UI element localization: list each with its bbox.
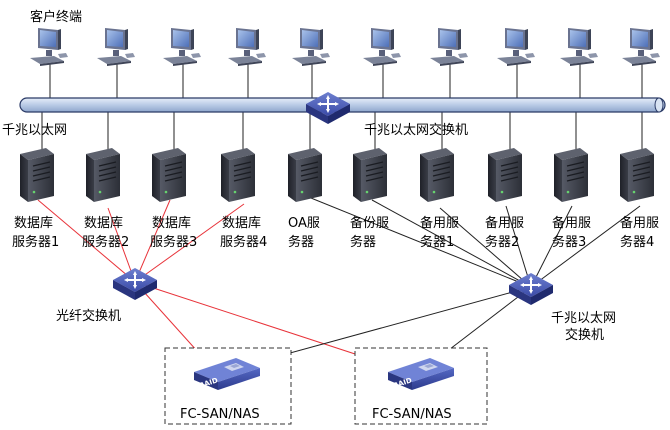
server[interactable] bbox=[151, 147, 187, 203]
client-terminal[interactable] bbox=[497, 28, 535, 66]
server-group bbox=[19, 147, 655, 203]
server-label-line2: 务器4 bbox=[620, 234, 654, 250]
switch-icon bbox=[305, 91, 351, 125]
server-label-line2: 服务器4 bbox=[220, 234, 267, 250]
computer-icon bbox=[228, 28, 266, 66]
backbone-switch-label: 千兆以太网交换机 bbox=[364, 122, 468, 138]
fiber-link bbox=[107, 207, 136, 283]
server-label-line1: 备用服 bbox=[420, 215, 459, 231]
server-icon bbox=[487, 147, 523, 203]
server-label-line2: 务器3 bbox=[552, 234, 586, 250]
network-links bbox=[37, 64, 643, 373]
ethernet-switch[interactable] bbox=[508, 272, 554, 306]
client-terminal[interactable] bbox=[97, 28, 135, 66]
server[interactable] bbox=[619, 147, 655, 203]
backbone-switch[interactable] bbox=[305, 91, 351, 125]
computer-icon bbox=[30, 28, 68, 66]
server-label-line2: 务器 bbox=[288, 234, 314, 250]
server-label-line2: 务器2 bbox=[485, 234, 519, 250]
fiber-link bbox=[134, 203, 245, 283]
ethernet-link bbox=[439, 207, 532, 288]
ethernet-link bbox=[530, 205, 573, 288]
ethernet-switch-label-line1: 千兆以太网 bbox=[551, 311, 616, 326]
server-icon bbox=[220, 147, 256, 203]
computer-icon bbox=[497, 28, 535, 66]
fiber-link bbox=[37, 199, 136, 283]
client-terminal[interactable] bbox=[228, 28, 266, 66]
ethernet-link bbox=[505, 205, 532, 288]
client-terminal[interactable] bbox=[363, 28, 401, 66]
ethernet-link bbox=[371, 199, 532, 288]
computer-icon bbox=[163, 28, 201, 66]
fiber-link bbox=[134, 199, 171, 283]
server[interactable] bbox=[352, 147, 388, 203]
server[interactable] bbox=[85, 147, 121, 203]
server[interactable] bbox=[419, 147, 455, 203]
server-label-line1: 备用服 bbox=[620, 215, 659, 231]
server-label-line1: 数据库 bbox=[152, 215, 191, 231]
ethernet-switch-label-line2: 交换机 bbox=[565, 327, 604, 343]
storage-label-1: FC-SAN/NAS bbox=[180, 407, 260, 422]
server-icon bbox=[151, 147, 187, 203]
storage-device-2[interactable]: RAID bbox=[388, 358, 454, 390]
server-label-line1: 备用服 bbox=[485, 215, 524, 231]
server-icon bbox=[352, 147, 388, 203]
switch-icon bbox=[508, 272, 554, 306]
client-terminal[interactable] bbox=[430, 28, 468, 66]
fiber-switch-label: 光纤交换机 bbox=[56, 308, 121, 324]
switch-icon bbox=[112, 267, 158, 301]
server-label-line1: 备用服 bbox=[552, 215, 591, 231]
server-icon bbox=[419, 147, 455, 203]
server[interactable] bbox=[19, 147, 55, 203]
server-label-line2: 服务器1 bbox=[12, 234, 59, 250]
server-label-line1: 数据库 bbox=[14, 215, 53, 231]
server-label-line1: 数据库 bbox=[84, 215, 123, 231]
computer-icon bbox=[430, 28, 468, 66]
server-icon bbox=[19, 147, 55, 203]
computer-icon bbox=[97, 28, 135, 66]
server[interactable] bbox=[220, 147, 256, 203]
server-label-line2: 务器 bbox=[350, 234, 376, 250]
client-terminal[interactable] bbox=[292, 28, 330, 66]
clients-label: 客户终端 bbox=[30, 9, 82, 25]
storage-label-2: FC-SAN/NAS bbox=[372, 407, 452, 422]
server-icon bbox=[287, 147, 323, 203]
storage-device-1[interactable]: RAID bbox=[194, 358, 260, 390]
server-label-line1: 备份服 bbox=[350, 215, 389, 231]
client-terminal[interactable] bbox=[30, 28, 68, 66]
backbone-label: 千兆以太网 bbox=[2, 123, 67, 138]
server-icon bbox=[619, 147, 655, 203]
computer-icon bbox=[560, 28, 598, 66]
ethernet-link bbox=[305, 195, 532, 288]
computer-icon bbox=[363, 28, 401, 66]
server-label-line1: OA服 bbox=[288, 216, 320, 231]
client-terminal[interactable] bbox=[560, 28, 598, 66]
server-label-line2: 务器1 bbox=[420, 234, 454, 250]
computer-icon bbox=[622, 28, 660, 66]
server[interactable] bbox=[287, 147, 323, 203]
server-icon bbox=[553, 147, 589, 203]
server[interactable] bbox=[487, 147, 523, 203]
server[interactable] bbox=[553, 147, 589, 203]
client-terminals bbox=[30, 28, 660, 66]
server-label-line1: 数据库 bbox=[222, 215, 261, 231]
ethernet-link bbox=[530, 205, 641, 288]
client-terminal[interactable] bbox=[622, 28, 660, 66]
server-icon bbox=[85, 147, 121, 203]
server-label-line2: 服务器2 bbox=[82, 234, 129, 250]
server-label-line2: 服务器3 bbox=[150, 234, 197, 250]
client-terminal[interactable] bbox=[163, 28, 201, 66]
fiber-switch[interactable] bbox=[112, 267, 158, 301]
computer-icon bbox=[292, 28, 330, 66]
